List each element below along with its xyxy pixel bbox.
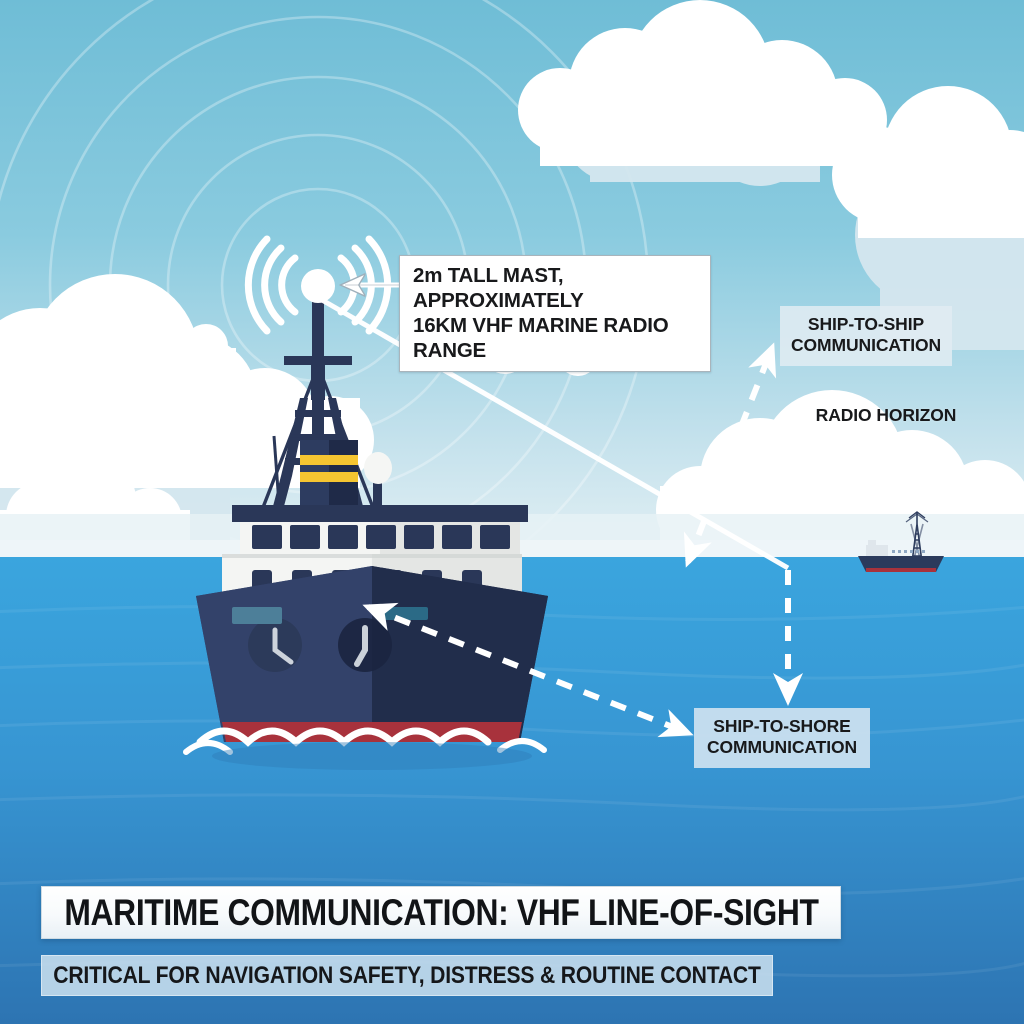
distant-vessel-waterline (866, 568, 936, 572)
mast-ball-antenna (301, 269, 335, 303)
whip-aerial (272, 435, 281, 505)
funnel-band-2 (300, 472, 358, 482)
ship-to-shore-arrow (362, 602, 694, 738)
title-banner: MARITIME COMMUNICATION: VHF LINE-OF-SIGH… (41, 886, 841, 939)
ship-to-ship-label: SHIP-TO-SHIP COMMUNICATION (780, 306, 952, 366)
radio-horizon-label: RADIO HORIZON (815, 405, 957, 425)
wave-scallops (183, 727, 547, 755)
hull-water-shadow (212, 742, 532, 770)
funnel (300, 440, 358, 512)
ship-to-shore-label: SHIP-TO-SHORE COMMUNICATION (694, 708, 870, 768)
ship-to-ship-arrow (683, 342, 777, 568)
mast-range-callout: 2m TALL MAST, APPROXIMATELY 16KM VHF MAR… (399, 255, 711, 372)
subtitle-banner: CRITICAL FOR NAVIGATION SAFETY, DISTRESS… (41, 955, 773, 996)
distant-vessel-deckhouse (866, 545, 888, 556)
deck-rail (232, 505, 528, 522)
page-title: MARITIME COMMUNICATION: VHF LINE-OF-SIGH… (63, 891, 819, 933)
hull-plate-left (232, 607, 282, 624)
radar-dome (364, 452, 392, 508)
bridge-windows (252, 525, 510, 549)
funnel-band-1 (300, 455, 358, 465)
page-subtitle: CRITICAL FOR NAVIGATION SAFETY, DISTRESS… (53, 961, 761, 989)
